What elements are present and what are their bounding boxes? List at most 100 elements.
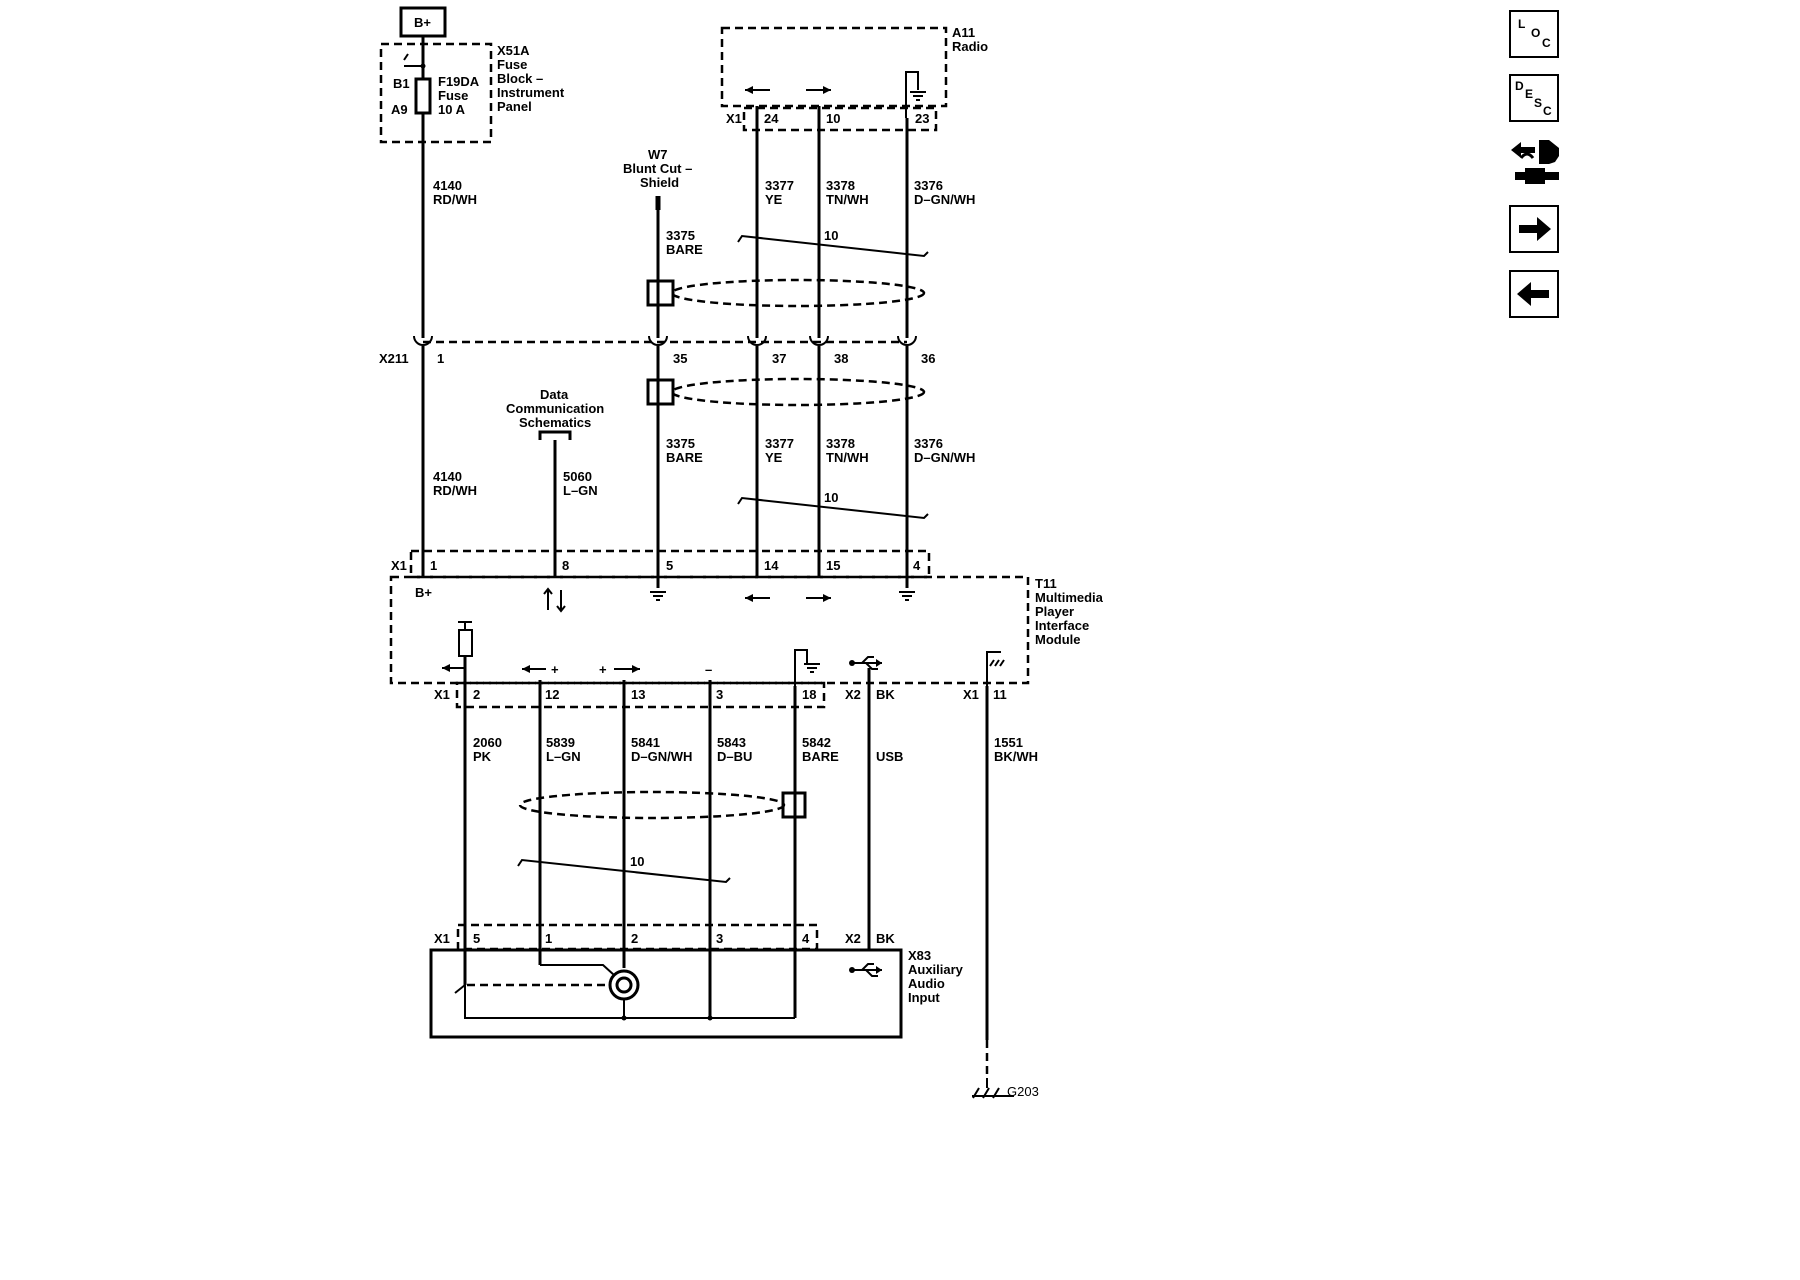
wire-usb-color: USB bbox=[876, 749, 903, 764]
wire-5841-color: D–GN/WH bbox=[631, 749, 692, 764]
fuse-clip bbox=[403, 53, 423, 67]
wiring-schematic: B+ X51A Fuse Block – Instrument Panel B1… bbox=[379, 6, 1104, 1099]
wire-4140-middle-circuit: 4140 bbox=[433, 469, 462, 484]
radio-arrowhead-in bbox=[823, 86, 831, 94]
usb-icon-aux bbox=[849, 963, 882, 977]
t11-pin-5: 5 bbox=[666, 558, 673, 573]
shield-drain-lower bbox=[646, 378, 675, 406]
ground-g203-icon bbox=[972, 1078, 1014, 1099]
desc-icon: D E S C bbox=[1515, 79, 1552, 118]
t11-pin-3: 3 bbox=[716, 687, 723, 702]
t11-x2-connector: X2 bbox=[845, 687, 861, 702]
wire-3375-upper-circuit: 3375 bbox=[666, 228, 695, 243]
usb-icon-module bbox=[849, 656, 882, 670]
x83-line-1: Auxiliary bbox=[908, 962, 964, 977]
wire-4140-upper-color: RD/WH bbox=[433, 192, 477, 207]
desc-letter-s: S bbox=[1534, 96, 1542, 110]
audio-minus: – bbox=[705, 662, 712, 677]
wire-5842-color: BARE bbox=[802, 749, 839, 764]
t11-pin-2: 2 bbox=[473, 687, 480, 702]
pullup-arrowhead bbox=[442, 664, 450, 672]
x83-connector-x2: X2 bbox=[845, 931, 861, 946]
shield-line-2: Shield bbox=[640, 175, 679, 190]
fuse-pin-in: B1 bbox=[393, 76, 410, 91]
loc-letter-c: C bbox=[1542, 36, 1551, 50]
wire-3376-middle-circuit: 3376 bbox=[914, 436, 943, 451]
t11-ref: T11 bbox=[1035, 576, 1057, 591]
radio-name: Radio bbox=[952, 39, 988, 54]
fuse-pin-out: A9 bbox=[391, 102, 408, 117]
wire-4140-upper-circuit: 4140 bbox=[433, 178, 462, 193]
radio-pin-23: 23 bbox=[915, 111, 929, 126]
wire-2060-circuit: 2060 bbox=[473, 735, 502, 750]
t11-line-3: Interface bbox=[1035, 618, 1089, 633]
fuse-block-line-4: Panel bbox=[497, 99, 532, 114]
radio-arrowhead-out bbox=[745, 86, 753, 94]
connector-view-button[interactable] bbox=[1509, 134, 1565, 190]
t11-bplus: B+ bbox=[415, 585, 432, 600]
aux-node-2 bbox=[707, 1015, 713, 1021]
shield-ellipse-lower bbox=[518, 790, 786, 820]
t11-module-outline bbox=[389, 575, 1030, 685]
radio-ground-icon bbox=[905, 71, 926, 118]
t11-bottom-connector-ref: X1 bbox=[434, 687, 450, 702]
x211-pin-38: 38 bbox=[834, 351, 848, 366]
t11-pin-13: 13 bbox=[631, 687, 645, 702]
fuse-block-line-1: Fuse bbox=[497, 57, 527, 72]
radio-pin-10: 10 bbox=[826, 111, 840, 126]
t11-pin-12: 12 bbox=[545, 687, 559, 702]
radio-ref: A11 bbox=[952, 25, 975, 40]
desc-button[interactable]: D E S C bbox=[1509, 74, 1559, 122]
t11-pin-18: 18 bbox=[802, 687, 816, 702]
fuse-node bbox=[420, 63, 426, 69]
next-page-button[interactable] bbox=[1509, 205, 1559, 253]
desc-letter-c: C bbox=[1543, 104, 1552, 118]
fuse-line-1: F19DA bbox=[438, 74, 480, 89]
data-comm-line-2: Communication bbox=[506, 401, 604, 416]
x211-terminals bbox=[413, 335, 917, 346]
t11-x2-pin: BK bbox=[876, 687, 895, 702]
pullup-resistor bbox=[458, 629, 473, 657]
t11-pin-14: 14 bbox=[764, 558, 779, 573]
shield-ref: W7 bbox=[648, 147, 668, 162]
ground-ref: G203 bbox=[1007, 1084, 1039, 1099]
t11-pin-11: 11 bbox=[993, 687, 1007, 702]
wire-3376-upper-circuit: 3376 bbox=[914, 178, 943, 193]
t11-arrowhead-out bbox=[745, 594, 753, 602]
t11-line-2: Player bbox=[1035, 604, 1074, 619]
loc-letter-l: L bbox=[1518, 17, 1525, 31]
x83-pin-5: 5 bbox=[473, 931, 480, 946]
loc-button[interactable]: L O C bbox=[1509, 10, 1559, 58]
wire-5839-circuit: 5839 bbox=[546, 735, 575, 750]
desc-letter-d: D bbox=[1515, 79, 1524, 93]
wire-3378-upper-circuit: 3378 bbox=[826, 178, 855, 193]
wire-3378-middle-color: TN/WH bbox=[826, 450, 869, 465]
shield-drain-aux bbox=[781, 791, 807, 819]
fuse-block-line-2: Block – bbox=[497, 71, 543, 86]
wire-3375-middle-circuit: 3375 bbox=[666, 436, 695, 451]
x211-pin-37: 37 bbox=[772, 351, 786, 366]
wire-3375-upper-color: BARE bbox=[666, 242, 703, 257]
t11-pin-8: 8 bbox=[562, 558, 569, 573]
wire-1551-color: BK/WH bbox=[994, 749, 1038, 764]
data-comm-line-3: Schematics bbox=[519, 415, 591, 430]
wire-5060-color: L–GN bbox=[563, 483, 598, 498]
t11-bottom-connector bbox=[455, 681, 826, 709]
wire-3376-middle-color: D–GN/WH bbox=[914, 450, 975, 465]
wire-5839-color: L–GN bbox=[546, 749, 581, 764]
wire-2060-color: PK bbox=[473, 749, 492, 764]
fuse-block-outline bbox=[379, 42, 493, 144]
pullup-source bbox=[458, 621, 472, 630]
chassis-ground-icon bbox=[986, 651, 1005, 686]
desc-letter-e: E bbox=[1525, 87, 1533, 101]
previous-page-button[interactable] bbox=[1509, 270, 1559, 318]
x83-body bbox=[429, 948, 903, 1039]
wire-3377-middle-circuit: 3377 bbox=[765, 436, 794, 451]
arrow-right-icon bbox=[1519, 217, 1551, 241]
audio-jack-icon bbox=[608, 969, 640, 1001]
x211-pin-36: 36 bbox=[921, 351, 935, 366]
wire-5841-circuit: 5841 bbox=[631, 735, 660, 750]
wire-1551-circuit: 1551 bbox=[994, 735, 1023, 750]
wire-4140-middle-color: RD/WH bbox=[433, 483, 477, 498]
aux-detect-switch bbox=[454, 984, 795, 1019]
